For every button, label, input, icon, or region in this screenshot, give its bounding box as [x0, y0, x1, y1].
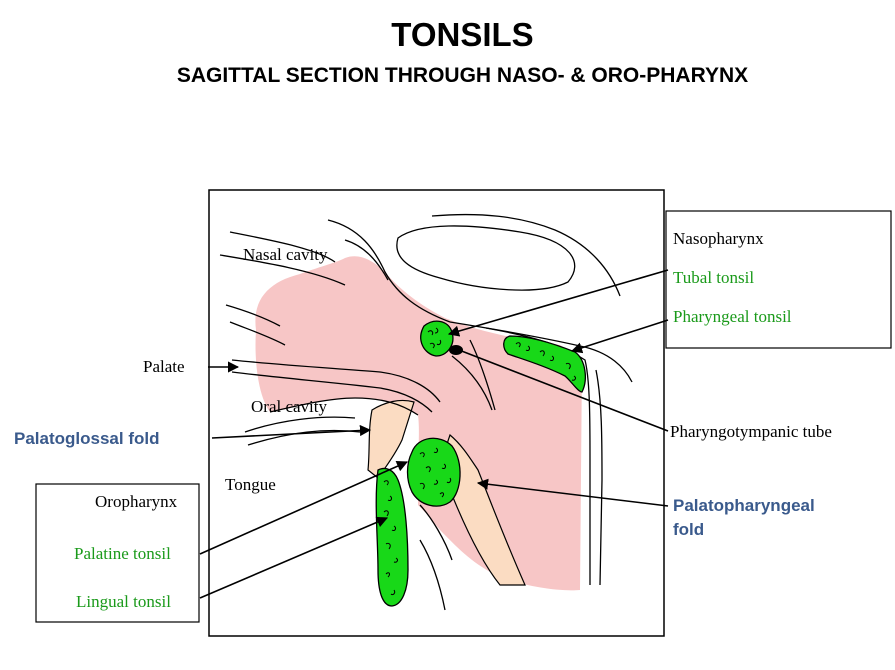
palatopharyngeal-fold-label-line1: Palatopharyngeal	[673, 496, 815, 515]
palatine-tonsil-label: Palatine tonsil	[74, 544, 171, 563]
lingual-tonsil	[375, 467, 409, 607]
nasopharynx-box	[665, 210, 892, 349]
nasopharynx-heading: Nasopharynx	[673, 229, 764, 248]
palatopharyngeal-fold-pointer-line	[476, 478, 669, 507]
nasal-cavity-label: Nasal cavity	[243, 245, 328, 264]
pharynx-tissue-region	[255, 256, 582, 591]
tubal-tonsil-label: Tubal tonsil	[673, 268, 754, 287]
diagram-frame	[208, 189, 665, 637]
pharyngotympanic-tube-pointer-line	[458, 349, 669, 432]
oropharynx-box	[35, 483, 200, 623]
oral-cavity-label: Oral cavity	[251, 397, 327, 416]
palatine-tonsil	[406, 437, 461, 507]
palate-label: Palate	[143, 357, 185, 376]
page-subtitle: SAGITTAL SECTION THROUGH NASO- & ORO-PHA…	[176, 64, 749, 87]
palatoglossal-fold-pointer-line	[211, 424, 372, 439]
pharyngotympanic-tube-label: Pharyngotympanic tube	[670, 422, 832, 441]
palatoglossal-fold-label: Palatoglossal fold	[14, 429, 159, 448]
tubal-tonsil	[420, 320, 454, 357]
lingual-tonsil-pointer-line	[199, 516, 389, 599]
tubal-tonsil-pointer-line	[447, 269, 669, 337]
lingual-tonsil-label: Lingual tonsil	[76, 592, 171, 611]
oropharynx-heading: Oropharynx	[95, 492, 178, 511]
tongue-label: Tongue	[225, 475, 276, 494]
pharyngeal-tonsil-pointer-line	[570, 319, 669, 354]
palatine-tonsil-pointer-line	[199, 460, 409, 555]
palatopharyngeal-fold-label-line2: fold	[673, 520, 704, 539]
pharyngotympanic-tube-opening	[449, 345, 463, 355]
pharyngeal-tonsil	[503, 335, 586, 393]
page-title: TONSILS	[391, 16, 534, 53]
pharyngeal-tonsil-label: Pharyngeal tonsil	[673, 307, 792, 326]
palatoglossal-fold-shape	[367, 399, 415, 479]
